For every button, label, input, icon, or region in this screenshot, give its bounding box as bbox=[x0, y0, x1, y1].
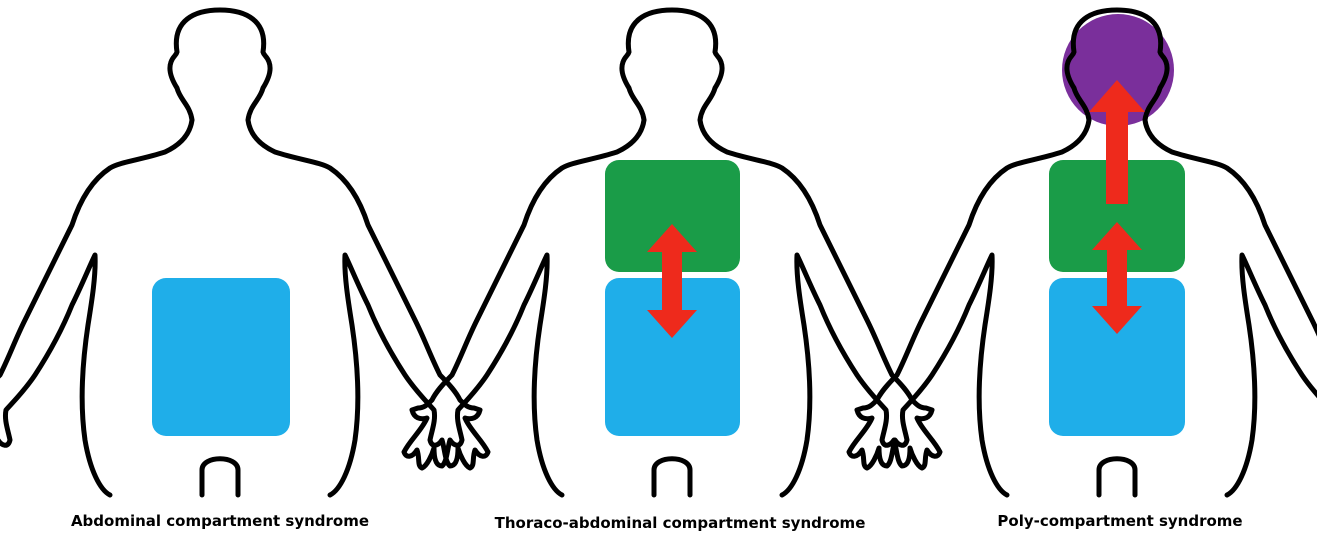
caption-abdominal: Abdominal compartment syndrome bbox=[20, 512, 420, 531]
abdomen-compartment bbox=[152, 278, 290, 436]
figure-thoraco-abdominal bbox=[404, 10, 940, 495]
caption-thoraco-abdominal: Thoraco-abdominal compartment syndrome bbox=[480, 514, 880, 533]
figure-abdominal bbox=[0, 10, 488, 495]
caption-poly: Poly-compartment syndrome bbox=[920, 512, 1317, 531]
